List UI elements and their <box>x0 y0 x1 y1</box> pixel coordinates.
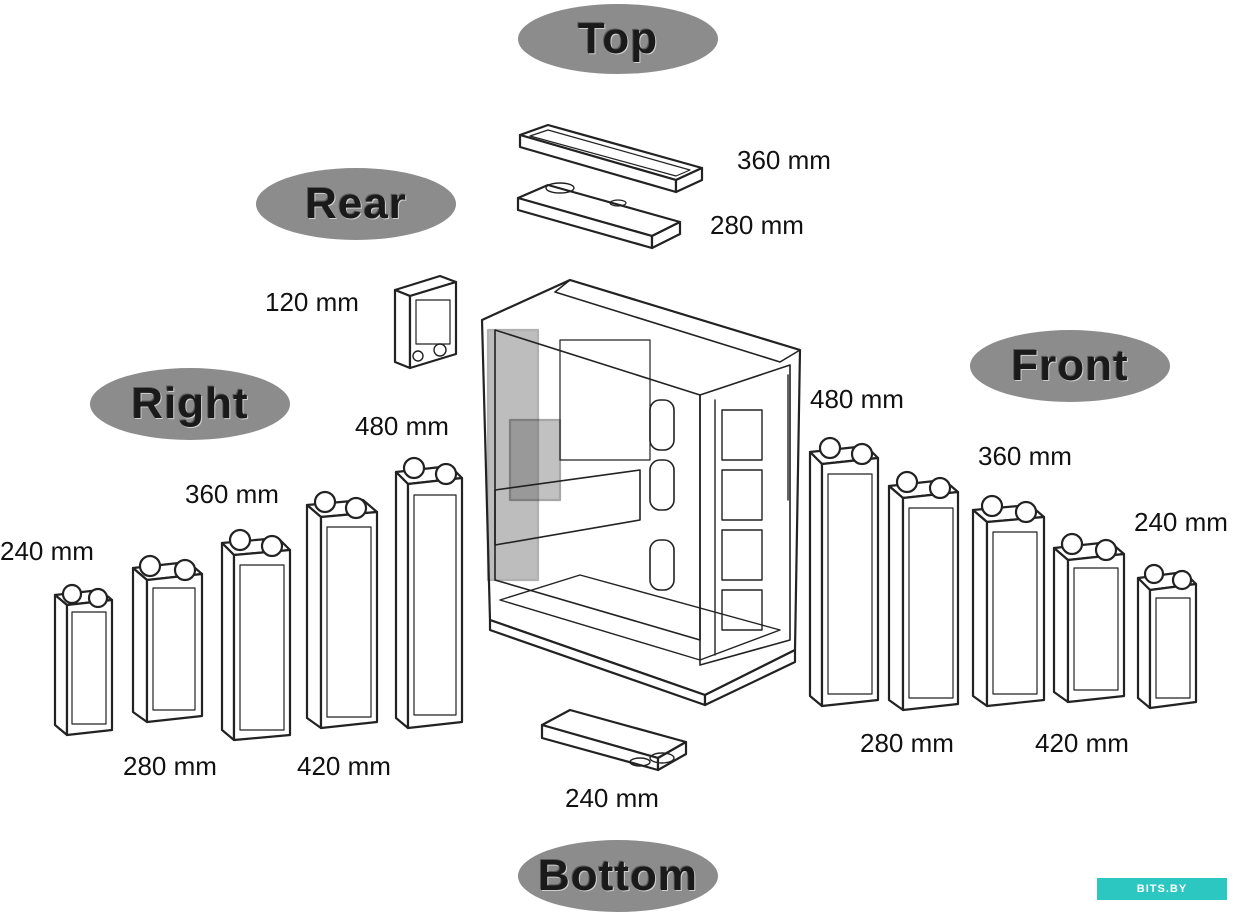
size-label-front-480: 480 mm <box>810 384 904 414</box>
zone-label-bottom: Bottom <box>518 840 718 912</box>
zone-label-front: Front <box>970 330 1170 402</box>
size-label-front-420: 420 mm <box>1035 728 1129 758</box>
size-label-front-240: 240 mm <box>1134 507 1228 537</box>
size-label-right-280: 280 mm <box>123 751 217 781</box>
front-radiator-480 <box>808 436 880 708</box>
zone-label-top: Top <box>518 4 718 74</box>
size-label-top-360: 360 mm <box>737 145 831 175</box>
size-label-right-240: 240 mm <box>0 536 94 566</box>
front-radiator-420 <box>887 470 960 712</box>
size-label-bottom-240: 240 mm <box>565 783 659 813</box>
right-radiator-420 <box>305 490 379 730</box>
size-label-top-280: 280 mm <box>710 210 804 240</box>
size-label-right-480: 480 mm <box>355 411 449 441</box>
front-radiator-280 <box>1052 532 1126 704</box>
size-label-front-360: 360 mm <box>978 441 1072 471</box>
top-radiator-360 <box>518 123 704 194</box>
size-label-rear-120: 120 mm <box>265 287 359 317</box>
front-radiator-240 <box>1136 563 1198 710</box>
right-radiator-480 <box>394 456 464 730</box>
rear-radiator-120 <box>393 274 458 370</box>
size-label-right-360: 360 mm <box>185 479 279 509</box>
bottom-radiator-240 <box>540 708 688 772</box>
right-radiator-360 <box>220 528 292 742</box>
watermark-badge: BITS.BY <box>1097 878 1227 900</box>
zone-label-right: Right <box>90 368 290 440</box>
case-chassis <box>480 278 802 707</box>
front-radiator-360 <box>971 494 1046 708</box>
right-radiator-280 <box>131 554 204 724</box>
size-label-right-420: 420 mm <box>297 751 391 781</box>
zone-label-rear: Rear <box>256 168 456 240</box>
top-radiator-280 <box>516 182 682 250</box>
right-radiator-240 <box>53 583 114 737</box>
size-label-front-280: 280 mm <box>860 728 954 758</box>
